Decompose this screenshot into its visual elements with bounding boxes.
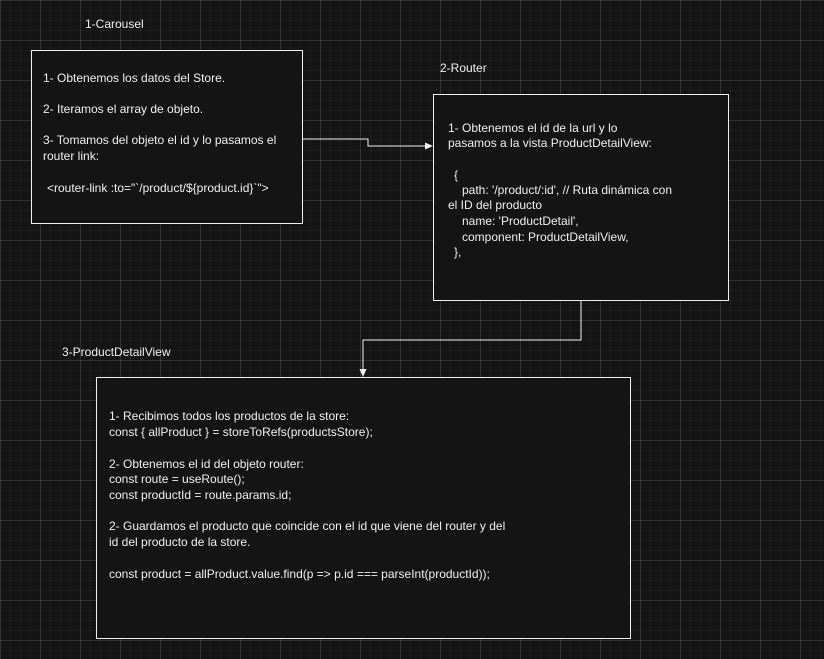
carousel-step-1: 1- Obtenemos los datos del Store. xyxy=(43,71,226,85)
router-code-component: component: ProductDetailView, xyxy=(462,230,629,244)
arrow-carousel-to-router xyxy=(303,138,426,147)
carousel-router-link-code: <router-link :to="`/product/${product.id… xyxy=(47,181,269,195)
carousel-box[interactable]: 1- Obtenemos los datos del Store. 2- Ite… xyxy=(31,50,303,224)
label-carousel: 1-Carousel xyxy=(85,17,144,31)
arrow-router-to-productdetail xyxy=(362,301,582,370)
carousel-step-3: 3- Tomamos del objeto el id y lo pasamos… xyxy=(43,133,277,147)
router-step-1-cont: pasamos a la vista ProductDetailView: xyxy=(448,136,652,150)
carousel-step-3-cont: router link: xyxy=(43,149,100,163)
pdv-code-product-id: const productId = route.params.id; xyxy=(109,488,292,502)
router-step-1: 1- Obtenemos el id de la url y lo xyxy=(448,121,618,135)
label-router: 2-Router xyxy=(440,61,487,75)
pdv-code-use-route: const route = useRoute(); xyxy=(109,472,245,486)
pdv-step-1: 1- Recibimos todos los productos de la s… xyxy=(109,409,350,423)
product-detail-view-box[interactable]: 1- Recibimos todos los productos de la s… xyxy=(96,377,631,639)
router-code-path: path: '/product/:id', // Ruta dinámica c… xyxy=(462,183,673,197)
pdv-code-find-product: const product = allProduct.value.find(p … xyxy=(109,567,490,581)
router-code-open-brace: { xyxy=(454,168,459,182)
router-box[interactable]: 1- Obtenemos el id de la url y lo pasamo… xyxy=(433,94,729,301)
pdv-step-3-cont: id del producto de la store. xyxy=(109,535,251,549)
router-code-name: name: 'ProductDetail', xyxy=(462,214,579,228)
router-code-path-cont: el ID del producto xyxy=(448,198,543,212)
pdv-code-store-to-refs: const { allProduct } = storeToRefs(produ… xyxy=(109,425,373,439)
arrow-router-to-productdetail-head xyxy=(359,369,367,377)
pdv-step-3: 2- Guardamos el producto que coincide co… xyxy=(109,519,506,533)
label-product-detail-view: 3-ProductDetailView xyxy=(62,345,171,359)
pdv-step-2: 2- Obtenemos el id del objeto router: xyxy=(109,457,304,471)
router-code-close-brace: }, xyxy=(454,245,462,259)
carousel-step-2: 2- Iteramos el array de objeto. xyxy=(43,102,204,116)
arrow-carousel-to-router-head xyxy=(425,142,433,150)
